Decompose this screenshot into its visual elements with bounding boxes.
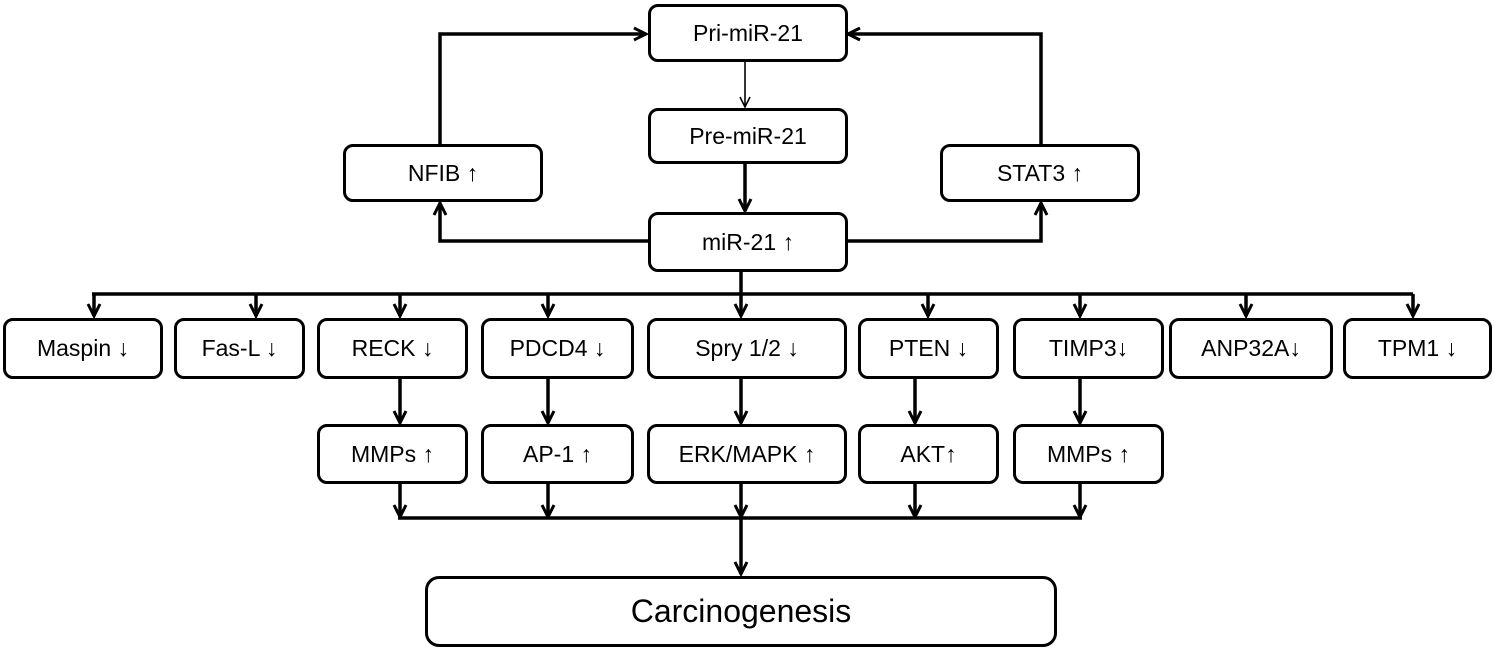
edge-nfib-to-pri [438, 34, 646, 144]
node-carcinogenesis: Carcinogenesis [425, 576, 1057, 647]
node-fas-l: Fas-L ↓ [174, 318, 305, 379]
node-tpm1: TPM1 ↓ [1343, 318, 1492, 379]
node-mmps-1: MMPs ↑ [317, 424, 468, 484]
node-mmps-2: MMPs ↑ [1013, 424, 1164, 484]
node-nfib: NFIB ↑ [343, 144, 543, 202]
node-pre-mir21: Pre-miR-21 [648, 108, 848, 164]
node-anp32a: ANP32A↓ [1169, 318, 1333, 379]
node-timp3: TIMP3↓ [1013, 318, 1164, 379]
edge-mir21-to-nfib [440, 203, 648, 243]
node-erk-mapk: ERK/MAPK ↑ [647, 424, 847, 484]
node-mir21: miR-21 ↑ [648, 212, 848, 272]
node-pten: PTEN ↓ [858, 318, 999, 379]
node-pdcd4: PDCD4 ↓ [481, 318, 634, 379]
node-akt: AKT↑ [858, 424, 999, 484]
node-pri-mir21: Pri-miR-21 [648, 4, 848, 62]
node-stat3: STAT3 ↑ [940, 144, 1140, 202]
edge-stat3-to-pri [848, 34, 1043, 144]
edge-mir21-to-stat3 [847, 203, 1041, 243]
node-maspin: Maspin ↓ [3, 318, 163, 379]
node-reck: RECK ↓ [317, 318, 468, 379]
node-spry: Spry 1/2 ↓ [647, 318, 847, 379]
node-ap-1: AP-1 ↑ [481, 424, 634, 484]
